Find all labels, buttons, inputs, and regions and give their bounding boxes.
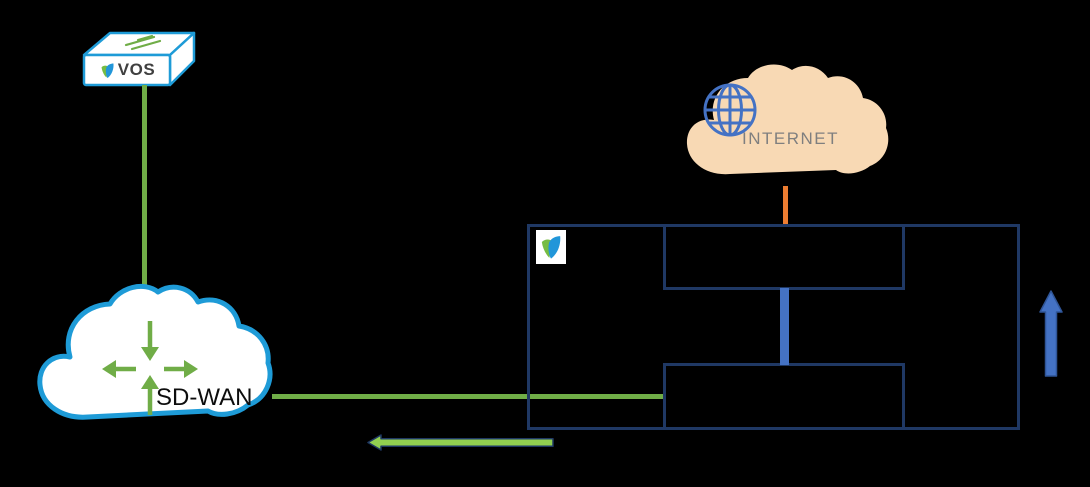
sdwan-cloud-icon	[37, 283, 273, 420]
versa-logo-icon	[541, 236, 561, 259]
sdwan-label: SD-WAN	[156, 384, 253, 411]
vos-3d-box	[82, 31, 196, 87]
up-flow-arrow-icon	[1039, 290, 1063, 377]
left-flow-arrow-icon	[367, 434, 554, 451]
internet-cloud-icon	[686, 64, 889, 175]
bottom-inner-box	[663, 363, 905, 430]
vos-label: VOS	[117, 60, 156, 79]
inner-boxes-link	[780, 288, 789, 365]
versa-logo-badge	[536, 230, 566, 264]
sdwan-site-link	[272, 394, 665, 399]
router-arrows-icon	[102, 321, 198, 415]
internet-label: INTERNET	[742, 129, 839, 148]
internet-site-link	[783, 186, 788, 226]
top-inner-box	[663, 224, 905, 290]
versa-logo-icon	[101, 62, 114, 78]
internet-cloud-node: INTERNET	[678, 62, 896, 186]
vos-front-label: VOS	[88, 57, 168, 83]
vos-sdwan-link	[142, 85, 147, 287]
vos-node: VOS	[80, 28, 198, 88]
speed-lines-icon	[124, 34, 162, 51]
globe-icon	[703, 83, 757, 137]
sdwan-cloud-node: SD-WAN	[28, 281, 274, 424]
